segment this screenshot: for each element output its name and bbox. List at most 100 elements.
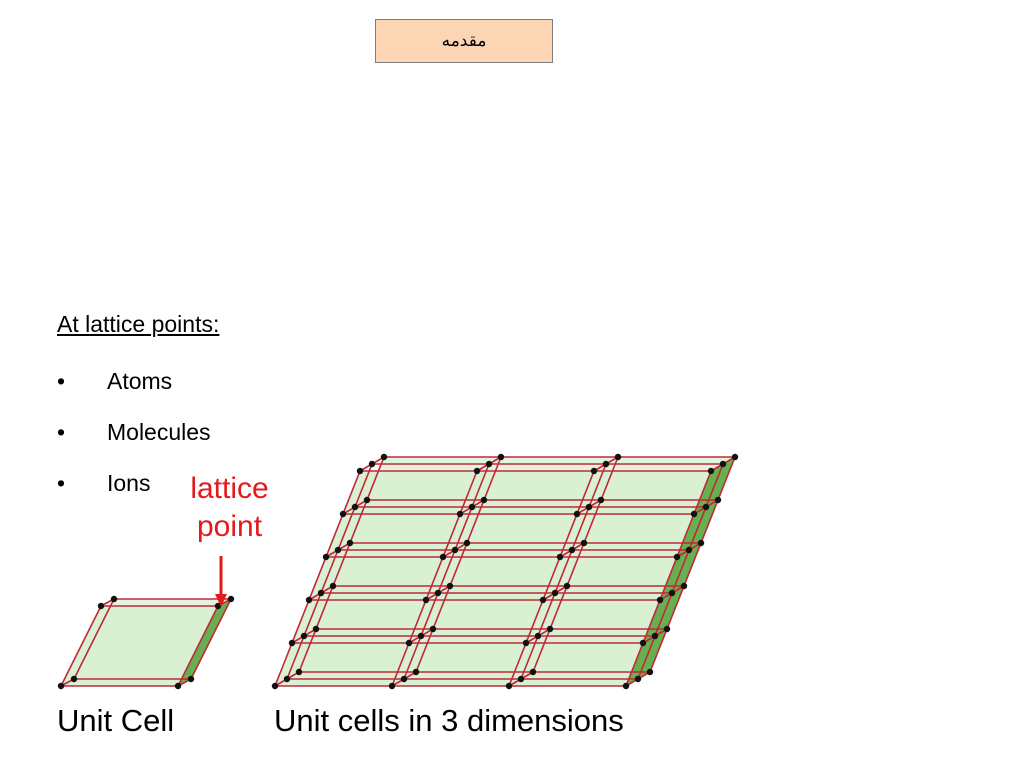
bullet-icon: •: [57, 419, 66, 445]
lattice-point: [317, 589, 325, 597]
lattice-point: [227, 595, 235, 603]
lattice-point: [363, 496, 371, 504]
lattice-point: [539, 596, 547, 604]
lattice-edge: [177, 605, 219, 687]
lattice-point: [546, 625, 554, 633]
lattice-point: [702, 503, 710, 511]
lattice-edge: [73, 598, 115, 680]
lattice-point: [429, 625, 437, 633]
lattice-point: [719, 460, 727, 468]
lattice-point: [339, 510, 347, 518]
lattice-point: [351, 503, 359, 511]
lattice-point: [422, 596, 430, 604]
lattice-point: [322, 553, 330, 561]
lattice-side-face: [178, 599, 231, 686]
lattice-point: [573, 510, 581, 518]
lattice-point-label-line1: lattice: [190, 472, 269, 505]
lattice-point: [368, 460, 376, 468]
lattice-point: [614, 453, 622, 461]
lattice-3d-diagram: [271, 453, 739, 690]
slide-title: مقدمه: [375, 19, 553, 63]
unit-cell-caption: Unit Cell: [57, 703, 175, 738]
lattice-point: [534, 632, 542, 640]
lattice-point: [300, 632, 308, 640]
lattice-point: [690, 510, 698, 518]
lattice-point: [57, 682, 65, 690]
lattice-point: [505, 682, 513, 690]
lattice-point: [622, 682, 630, 690]
lattice-points-heading: At lattice points:: [57, 311, 220, 337]
lattice-point: [451, 546, 459, 554]
lattice-point: [388, 682, 396, 690]
lattice-point: [597, 496, 605, 504]
bullet-label: Molecules: [107, 419, 211, 445]
lattice-point: [412, 668, 420, 676]
bullet-label: Atoms: [107, 368, 173, 394]
bullet-item-atoms: • Atoms: [57, 356, 211, 407]
lattice-point: [639, 639, 647, 647]
bullet-icon: •: [57, 470, 66, 496]
lattice-point: [634, 675, 642, 683]
lattice-point: [463, 539, 471, 547]
unit-cell-diagram: [57, 595, 235, 690]
lattice-point: [556, 553, 564, 561]
lattice-point: [356, 467, 364, 475]
lattice-point: [651, 632, 659, 640]
lattice-point: [400, 675, 408, 683]
lattice-edge: [286, 463, 373, 680]
lattice-point: [668, 589, 676, 597]
lattice-point: [646, 668, 654, 676]
lattice-point: [697, 539, 705, 547]
lattice-point: [214, 602, 222, 610]
lattice-point: [714, 496, 722, 504]
lattice-point: [497, 453, 505, 461]
lattice-point: [346, 539, 354, 547]
arrow-head: [215, 594, 227, 607]
lattice-point: [417, 632, 425, 640]
lattice-point: [288, 639, 296, 647]
unit-cells-3d-caption: Unit cells in 3 dimensions: [274, 703, 624, 738]
lattice-point: [329, 582, 337, 590]
lattice-point: [602, 460, 610, 468]
lattice-point: [283, 675, 291, 683]
bullet-item-molecules: • Molecules: [57, 407, 211, 458]
lattice-point: [295, 668, 303, 676]
lattice-point: [590, 467, 598, 475]
lattice-point: [97, 602, 105, 610]
lattice-point: [563, 582, 571, 590]
lattice-point: [480, 496, 488, 504]
lattice-edge: [649, 456, 736, 673]
lattice-edge: [415, 456, 502, 673]
lattice-edge: [298, 456, 385, 673]
lattice-point: [707, 467, 715, 475]
lattice-point: [522, 639, 530, 647]
lattice-point: [70, 675, 78, 683]
lattice-point: [380, 453, 388, 461]
lattice-point: [473, 467, 481, 475]
bullet-item-ions: • Ions: [57, 458, 211, 509]
lattice-edge: [190, 598, 232, 680]
lattice-point: [456, 510, 464, 518]
lattice-edge: [532, 456, 619, 673]
lattice-point: [485, 460, 493, 468]
lattice-point: [568, 546, 576, 554]
lattice-face: [299, 457, 735, 672]
lattice-point: [656, 596, 664, 604]
bullet-label: Ions: [107, 470, 151, 496]
bullet-icon: •: [57, 368, 66, 394]
lattice-point: [305, 596, 313, 604]
lattice-point: [731, 453, 739, 461]
lattice-point: [529, 668, 537, 676]
lattice-edge: [274, 470, 361, 687]
lattice-point: [551, 589, 559, 597]
lattice-point: [446, 582, 454, 590]
lattice-point: [673, 553, 681, 561]
lattice-point: [187, 675, 195, 683]
lattice-point: [334, 546, 342, 554]
lattice-point: [663, 625, 671, 633]
lattice-point: [685, 546, 693, 554]
lattice-point-arrow: [215, 556, 227, 607]
lattice-point: [580, 539, 588, 547]
lattice-point: [468, 503, 476, 511]
